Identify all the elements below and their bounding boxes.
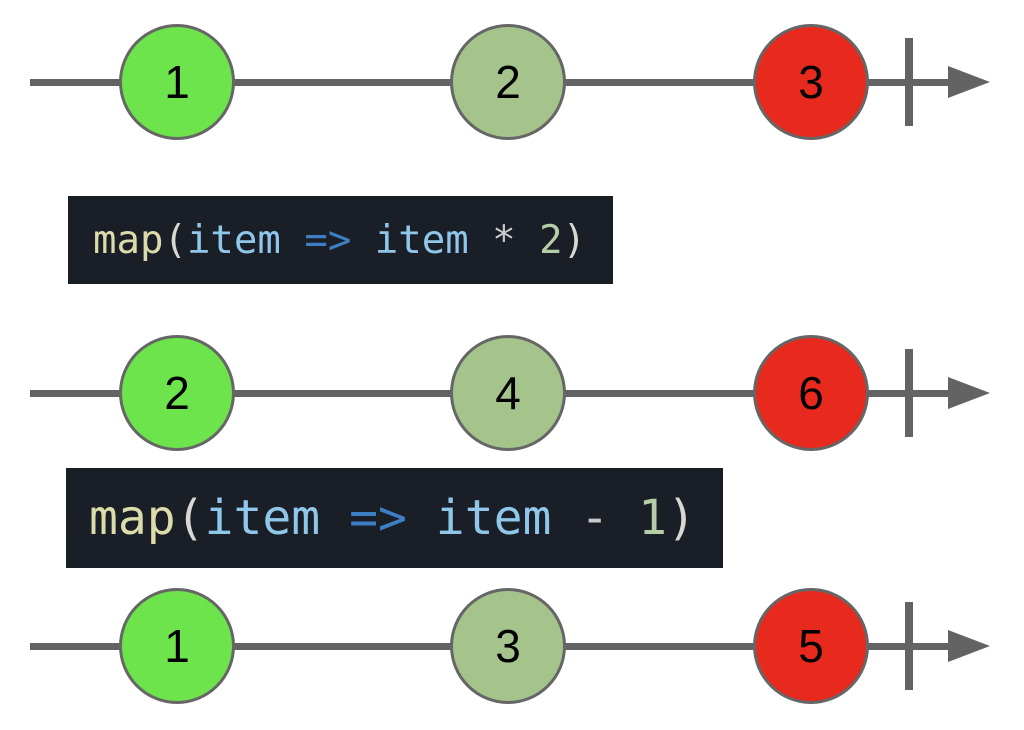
- code-token: *: [468, 217, 540, 263]
- code-token: 2: [539, 217, 563, 263]
- marble: 2: [119, 335, 235, 451]
- completion-tick: [905, 38, 913, 126]
- marble-value: 3: [495, 620, 521, 672]
- code-token: item: [186, 217, 281, 263]
- arrowhead-icon: [948, 66, 990, 98]
- arrowhead-icon: [948, 630, 990, 662]
- marble: 5: [753, 588, 869, 704]
- marble-value: 6: [798, 367, 824, 419]
- marble-value: 2: [495, 56, 521, 108]
- marble-value: 1: [164, 620, 190, 672]
- code-token: 1: [638, 490, 667, 546]
- code-token: map: [93, 217, 164, 263]
- code-token: map: [89, 490, 176, 546]
- code-block-map-multiply: map(item => item * 2): [68, 196, 613, 284]
- marble: 6: [753, 335, 869, 451]
- code-token: (: [163, 217, 187, 263]
- marble-value: 1: [164, 56, 190, 108]
- code-token: =>: [320, 490, 436, 546]
- marble-value: 2: [164, 367, 190, 419]
- code-token: -: [551, 490, 639, 546]
- code-block-map-subtract: map(item => item - 1): [66, 468, 723, 568]
- marble: 2: [450, 24, 566, 140]
- marble-value: 3: [798, 56, 824, 108]
- marble-value: 5: [798, 620, 824, 672]
- code-token: (: [175, 490, 205, 546]
- marble: 1: [119, 588, 235, 704]
- code-token: ): [562, 217, 587, 263]
- marble-value: 4: [495, 367, 521, 419]
- code-token: item: [435, 490, 552, 546]
- completion-tick: [905, 602, 913, 690]
- marble: 3: [450, 588, 566, 704]
- marble: 4: [450, 335, 566, 451]
- arrowhead-icon: [948, 377, 990, 409]
- code-token: item: [204, 490, 321, 546]
- code-token: =>: [280, 217, 375, 263]
- completion-tick: [905, 349, 913, 437]
- marble: 3: [753, 24, 869, 140]
- code-token: item: [374, 217, 469, 263]
- code-token: ): [667, 490, 696, 546]
- marble: 1: [119, 24, 235, 140]
